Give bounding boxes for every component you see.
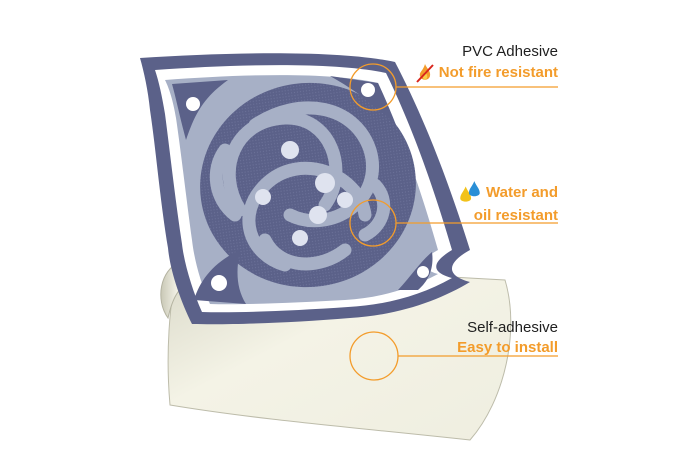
callout-water-line1: Water and — [486, 184, 558, 201]
callout-self-line1: Self-adhesive — [467, 319, 558, 336]
callout-self-adhesive: Self-adhesive Easy to install — [457, 318, 558, 358]
callout-water-line2: oil resistant — [473, 207, 558, 224]
no-fire-icon — [416, 64, 434, 83]
callout-pvc-line2: Not fire resistant — [438, 64, 558, 81]
callout-water-oil: Water and oil resistant — [458, 180, 558, 226]
callout-markers — [349, 63, 558, 381]
callout-pvc-line1: PVC Adhesive — [462, 43, 558, 60]
callout-self-line2: Easy to install — [457, 339, 558, 356]
callout-pvc-adhesive: PVC Adhesive Not fire resistant — [415, 42, 558, 84]
tile-sticker — [140, 53, 470, 325]
water-oil-drops-icon — [460, 181, 480, 202]
